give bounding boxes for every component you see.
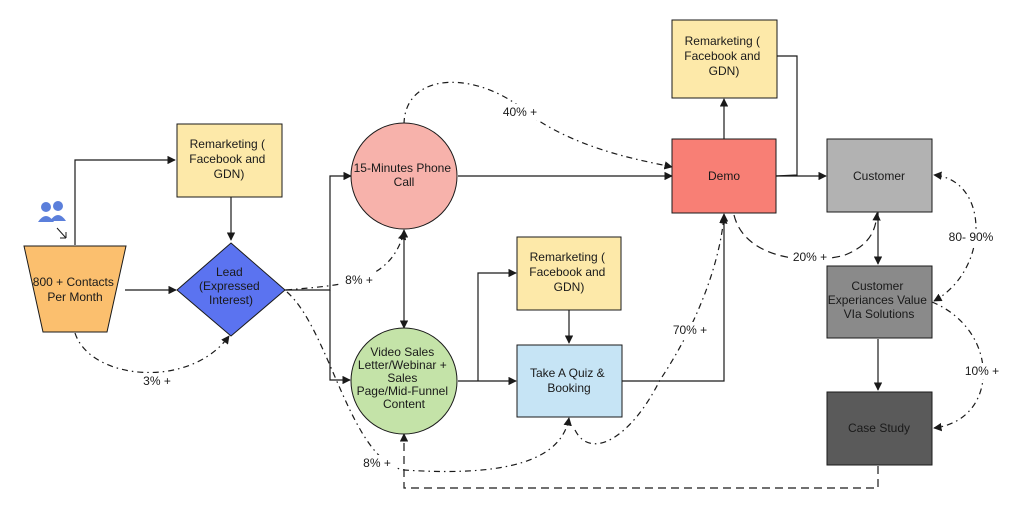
svg-text:Video Sales Letter/Web: Video Sales Letter/Webinar + Sales Page/…	[357, 345, 452, 411]
node-remarketing-2-shape	[516, 236, 622, 311]
edge-contacts-to-lead-3pct	[74, 332, 230, 374]
edge-label-70pct: 70% +	[673, 323, 707, 337]
edge-label-3pct: 3% +	[143, 374, 171, 388]
node-lead-line-1: Lead	[216, 265, 243, 279]
edge-lead-to-phone-and-video	[285, 171, 352, 291]
edge-quiz-to-demo	[622, 213, 729, 382]
node-remarketing-1-line-3: GDN)	[214, 167, 245, 181]
node-customer-value-line-1: Customer	[851, 279, 903, 293]
node-remarketing-3-line-1: Remarketing (	[685, 34, 760, 48]
node-remarketing-2-line-2: Facebook and	[529, 265, 605, 279]
edge-label-80-90pct: 80- 90%	[949, 230, 994, 244]
node-remarketing-3-shape	[671, 19, 778, 99]
node-phone-call-line-1: 15-Minutes Phone	[354, 161, 452, 175]
edge-label-8pct-phone: 8% +	[345, 273, 373, 287]
edge-case-study-to-video	[399, 433, 879, 489]
edge-label-40pct: 40% +	[503, 105, 537, 119]
node-case-study-label: Case Study	[848, 421, 910, 435]
node-remarketing-1-line-1: Remarketing (	[190, 137, 265, 151]
edge-split-to-video	[329, 290, 351, 385]
node-demo-label: Demo	[708, 169, 740, 183]
edge-demo-to-customer-20pct	[733, 212, 881, 260]
node-remarketing-2-line-1: Remarketing (	[530, 250, 605, 264]
node-customer-value[interactable]: Customer Experiances Value VIa Solutions	[826, 265, 933, 339]
node-remarketing-1[interactable]: Remarketing ( Facebook and GDN)	[176, 123, 283, 198]
edge-value-to-case-10pct	[931, 301, 984, 432]
node-quiz-line-1: Take A Quiz &	[530, 366, 605, 380]
svg-text:Lead (Expressed: Lead (Expressed Interest)	[199, 265, 263, 307]
node-contacts-line-2: Per Month	[47, 290, 102, 304]
node-remarketing-2-line-3: GDN)	[554, 280, 585, 294]
svg-text:Remarketing ( Facebook: Remarketing ( Facebook and GDN)	[529, 250, 608, 294]
node-demo[interactable]: Demo	[671, 138, 777, 214]
edges	[74, 55, 984, 489]
node-customer-value-line-3: VIa Solutions	[844, 307, 915, 321]
node-remarketing-3-line-3: GDN)	[709, 64, 740, 78]
node-quiz-shape	[516, 344, 623, 418]
node-demo-shape	[671, 138, 777, 214]
node-contacts-line-1: 800 + Contacts	[33, 275, 114, 289]
node-customer-shape	[826, 138, 933, 213]
node-phone-call-line-2: Call	[394, 175, 415, 189]
node-phone-call-shape	[350, 122, 458, 230]
edge-labels: 3% + 8% + 8% + 40% + 70% + 20% + 80- 90%…	[139, 104, 1004, 471]
node-phone-call[interactable]: 15-Minutes Phone Call	[350, 122, 458, 230]
node-remarketing-3[interactable]: Remarketing ( Facebook and GDN)	[671, 19, 778, 99]
node-quiz[interactable]: Take A Quiz & Booking	[516, 344, 623, 418]
svg-text:800 + Contacts Per Mon: 800 + Contacts Per Month	[33, 275, 117, 304]
node-video-sales-shape	[350, 327, 458, 435]
edge-value-to-customer-80-90pct	[933, 171, 977, 302]
node-remarketing-3-line-2: Facebook and	[684, 49, 760, 63]
edge-quiz-to-demo-70pct	[574, 215, 728, 445]
node-lead[interactable]: Lead (Expressed Interest)	[176, 242, 286, 337]
edge-label-10pct: 10% +	[965, 364, 999, 378]
node-remarketing-2[interactable]: Remarketing ( Facebook and GDN)	[516, 236, 622, 311]
node-video-sales-line-1: Video Sales	[370, 345, 434, 359]
node-video-sales-line-3: Sales	[387, 371, 417, 385]
edge-label-8pct-quiz: 8% +	[363, 456, 391, 470]
nodes: 800 + Contacts Per Month Remarketing ( F…	[23, 19, 933, 466]
node-video-sales-line-5: Content	[383, 397, 426, 411]
svg-text:Customer Experiances V: Customer Experiances Value VIa Solutions	[828, 279, 931, 321]
node-remarketing-1-line-2: Facebook and	[189, 152, 265, 166]
node-contacts[interactable]: 800 + Contacts Per Month	[23, 245, 127, 333]
users-icon	[38, 201, 67, 239]
edge-label-20pct: 20% +	[793, 250, 827, 264]
node-video-sales-line-4: Page/Mid-Funnel	[357, 384, 448, 398]
node-lead-line-3: Interest)	[209, 293, 253, 307]
svg-text:Remarketing ( Facebook: Remarketing ( Facebook and GDN)	[189, 137, 268, 181]
node-case-study-shape	[826, 391, 933, 466]
node-contacts-shape	[23, 245, 127, 333]
node-quiz-line-2: Booking	[547, 381, 590, 395]
node-customer[interactable]: Customer	[826, 138, 933, 213]
edge-lead-to-phone-8pct	[285, 231, 407, 291]
node-customer-value-shape	[826, 265, 933, 339]
edge-video-to-remarketing-2	[477, 268, 517, 381]
node-lead-shape	[176, 242, 286, 337]
node-remarketing-1-shape	[176, 123, 283, 198]
svg-text:Take A Quiz & Booking: Take A Quiz & Booking	[530, 366, 608, 395]
svg-text:Remarketing ( Facebook: Remarketing ( Facebook and GDN)	[684, 34, 763, 78]
node-customer-value-line-2: Experiances Value	[828, 293, 927, 307]
edge-contacts-to-remarketing-1	[74, 155, 176, 245]
node-video-sales[interactable]: Video Sales Letter/Webinar + Sales Page/…	[350, 327, 458, 435]
edge-remarketing-3-to-customer	[775, 55, 798, 177]
node-video-sales-line-2: Letter/Webinar +	[358, 358, 447, 372]
node-case-study[interactable]: Case Study	[826, 391, 933, 466]
node-customer-label: Customer	[853, 169, 905, 183]
node-lead-line-2: (Expressed	[199, 279, 260, 293]
svg-text:15-Minutes Phone Call: 15-Minutes Phone Call	[354, 161, 455, 189]
